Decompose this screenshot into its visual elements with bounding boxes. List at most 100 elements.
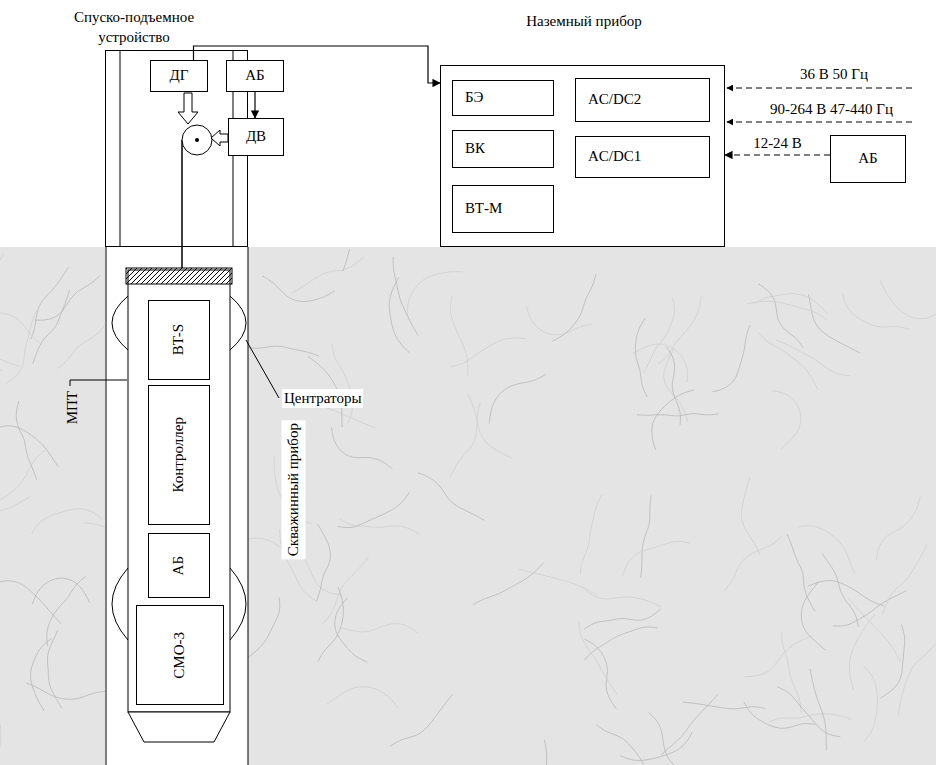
rock-vein (0, 253, 4, 302)
rock-vein (644, 298, 675, 372)
rock-vein (318, 587, 344, 662)
rock-vein (635, 318, 647, 397)
rock-vein (876, 495, 920, 560)
node-label: Контроллер (170, 417, 187, 492)
rock-vein (810, 669, 826, 751)
rock-vein (583, 588, 661, 607)
hoist-device: Спуско-подъемное устройствоДГ (56, 4, 252, 247)
rock-vein (338, 492, 410, 527)
well-wall (106, 247, 107, 765)
rock-vein (623, 541, 691, 576)
node-label: ВК (465, 140, 485, 157)
centralizer (112, 296, 128, 350)
rock-vein (527, 740, 547, 765)
rock-vein (881, 625, 905, 698)
rock-vein (808, 581, 884, 606)
rock-vein (33, 290, 70, 363)
rock-vein (393, 257, 418, 336)
node-label: СМО-3 (171, 632, 188, 679)
rock-vein (801, 582, 825, 650)
battery-box: АБ (830, 135, 906, 183)
pulley-axle (195, 138, 199, 142)
rock-vein (579, 622, 617, 695)
rock-vein (291, 256, 364, 293)
rock-vein (883, 545, 927, 614)
node-label: AC/DC1 (588, 148, 641, 165)
power-supply-box: AC/DC2 (575, 78, 710, 122)
well-wall (248, 247, 249, 765)
rock-vein (741, 477, 759, 555)
rock-vein (725, 536, 783, 591)
rock-vein (390, 695, 452, 747)
rock-vein (32, 509, 103, 534)
rock-vein (450, 296, 467, 376)
rock-vein (327, 687, 398, 708)
rock-vein (745, 636, 813, 677)
rock-vein (238, 344, 319, 357)
rock-vein (661, 694, 718, 755)
pulley (182, 125, 212, 155)
rock-vein (47, 577, 86, 646)
rock-vein (776, 340, 850, 375)
sensor-box: СМО-3 (136, 605, 224, 705)
voltage-label: 36 В 50 Гц (800, 66, 868, 83)
rock-vein (27, 683, 106, 699)
rock-vein (467, 393, 512, 458)
downhole-tool: Скважинный приборBT-SКонтроллерАБСМО-3 (100, 262, 315, 752)
rock-vein (316, 524, 330, 601)
controller-box: Контроллер (148, 385, 210, 525)
power-input-arrow (727, 88, 912, 89)
rock-vein (880, 280, 936, 318)
rock-vein (758, 284, 803, 348)
rock-vein (712, 325, 749, 392)
unit-heading: Спуско-подъемное устройство (56, 8, 212, 47)
rock-vein (585, 639, 617, 709)
rock-vein (389, 277, 409, 352)
rock-vein (0, 724, 1, 765)
part-label: МПТ (62, 390, 83, 425)
cable-head (126, 268, 232, 284)
voltage-label: 12-24 В (753, 135, 802, 152)
node-label: ДГ (170, 67, 189, 84)
rock-vein (849, 614, 875, 690)
centralizer (112, 568, 128, 640)
rock-vein (809, 295, 860, 353)
node-label: АБ (858, 150, 877, 167)
rock-vein (450, 403, 480, 478)
rock-texture (0, 249, 936, 765)
rock-vein (408, 272, 463, 317)
rock-vein (32, 578, 89, 604)
ground (0, 247, 936, 765)
frame-rail (120, 50, 121, 247)
rock-vein (418, 473, 484, 521)
rock-vein (637, 414, 719, 416)
node-label: БЭ (465, 89, 484, 106)
rock-vein (772, 391, 801, 449)
rock-vein (833, 591, 907, 626)
rock-vein (842, 294, 908, 329)
rock-vein (658, 295, 701, 364)
rock-vein (332, 427, 393, 468)
rock-vein (848, 598, 901, 663)
rock-vein (0, 313, 42, 345)
node-label: АБ (245, 67, 264, 84)
rock-vein (343, 249, 396, 271)
unit-heading: Наземный прибор (436, 12, 732, 32)
leader-line (70, 380, 127, 386)
surface-unit: Наземный приборБЭAC/DC2ВКAC/DC1ВТ-М (436, 4, 732, 247)
signal-line (725, 154, 830, 155)
centralizer (230, 568, 246, 640)
unit-heading: Скважинный прибор (282, 420, 306, 559)
rock-vein (552, 274, 596, 341)
part-label: Центраторы (282, 389, 363, 408)
rock-vein (16, 401, 36, 480)
rock-vein (620, 732, 692, 760)
rock-vein (584, 627, 658, 660)
hollow-arrow (178, 93, 198, 124)
rock-vein (340, 624, 418, 634)
rock-vein (747, 301, 826, 320)
rock-vein (798, 526, 856, 575)
nose-cone (128, 712, 230, 742)
electronics-box: БЭ (452, 80, 554, 116)
rock-vein (57, 308, 110, 368)
